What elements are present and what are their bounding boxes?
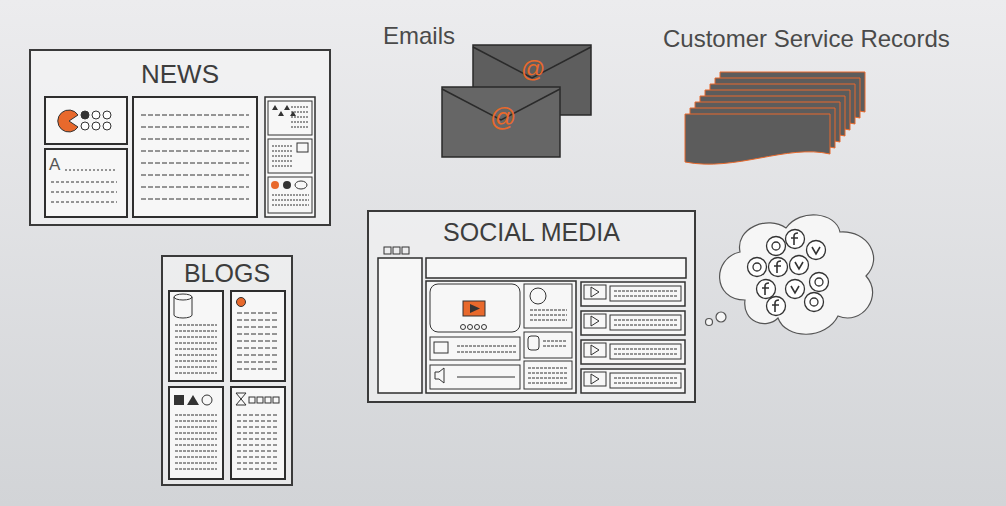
blogs-box: BLOGS [161,255,293,486]
news-box: NEWS [29,49,331,226]
at-sign: @ [521,57,545,81]
at-sign: @ [490,104,516,130]
box-title: BLOGS [163,259,291,288]
envelope-icon [442,45,591,157]
social-media-box: SOCIAL MEDIA [367,210,696,403]
letter-mark: A [49,156,60,173]
box-title: SOCIAL MEDIA [369,218,694,247]
source-label: Emails [383,24,455,48]
source-label: Customer Service Records [663,27,950,51]
panel-sketch [163,257,295,488]
box-title: NEWS [31,59,329,90]
social-cloud [706,215,874,334]
record-stack [685,72,865,164]
